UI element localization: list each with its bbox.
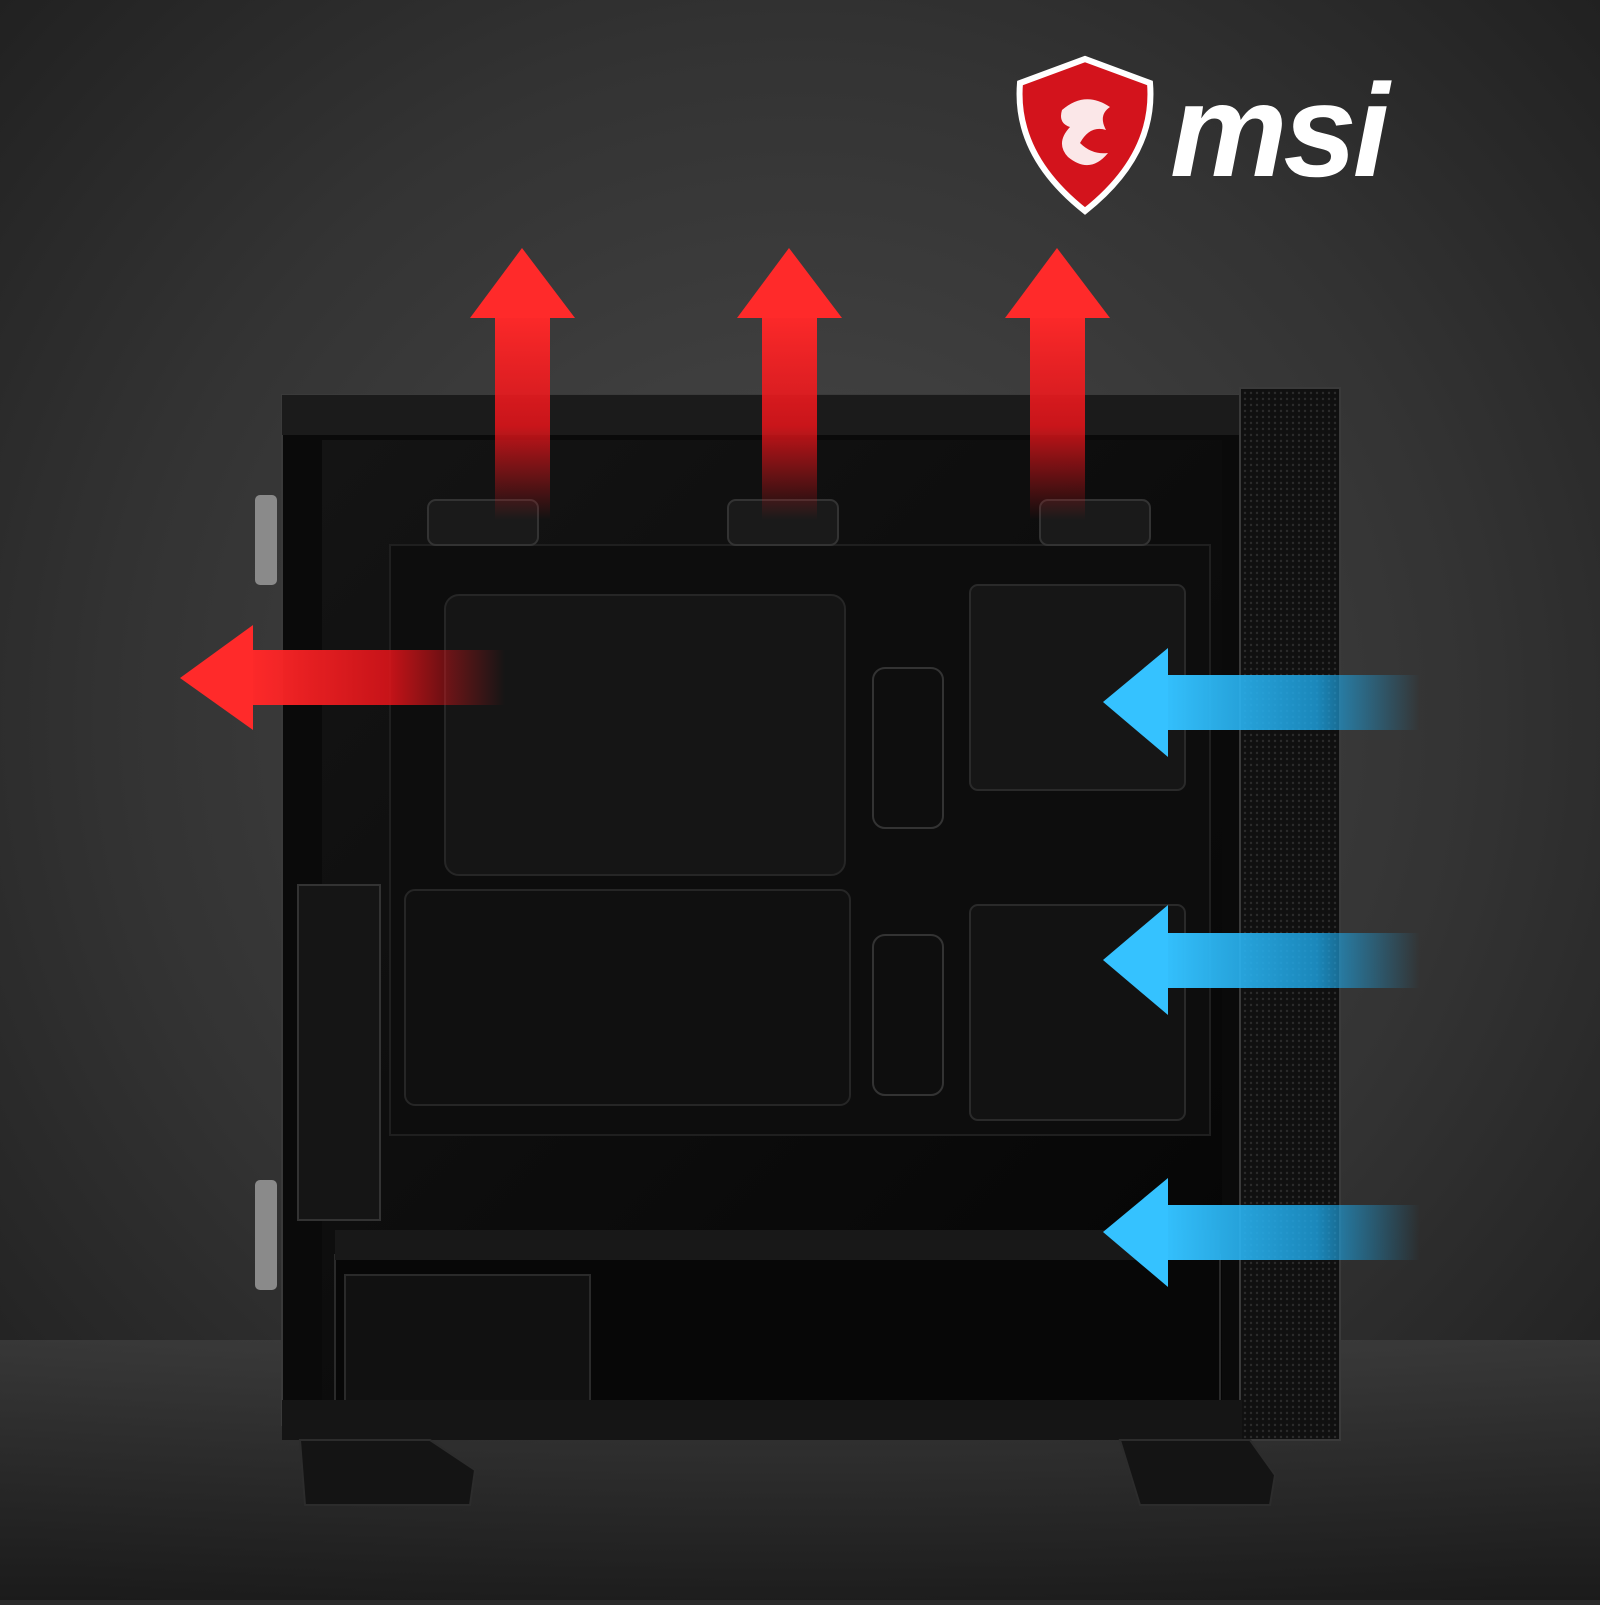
front-intake-arrow-2 <box>1103 905 1420 1015</box>
case-bottom-rim <box>282 1400 1242 1440</box>
case-foot-left <box>298 1439 477 1506</box>
cable-grommet-lower <box>872 934 944 1096</box>
front-intake-arrow-3 <box>1103 1178 1420 1287</box>
msi-logo: msi <box>1010 55 1530 215</box>
lower-tray <box>404 889 851 1106</box>
case-foot-right <box>1118 1439 1277 1506</box>
psu-shroud-top <box>335 1230 1220 1260</box>
expansion-slots <box>297 884 381 1221</box>
top-exhaust-arrow-3 <box>1005 248 1110 520</box>
rear-exhaust-arrow <box>180 625 505 730</box>
top-exhaust-arrow-1 <box>470 248 575 520</box>
hinge-lower <box>255 1180 277 1290</box>
cpu-cutout <box>444 594 846 876</box>
msi-dragon-shield-icon <box>1016 55 1154 215</box>
front-mesh-panel <box>1239 387 1341 1441</box>
cable-grommet-upper <box>872 667 944 829</box>
top-exhaust-arrow-2 <box>737 248 842 520</box>
front-intake-arrow-1 <box>1103 648 1420 757</box>
psu-vent <box>344 1274 591 1411</box>
brand-wordmark: msi <box>1170 57 1389 204</box>
hinge-upper <box>255 495 277 585</box>
